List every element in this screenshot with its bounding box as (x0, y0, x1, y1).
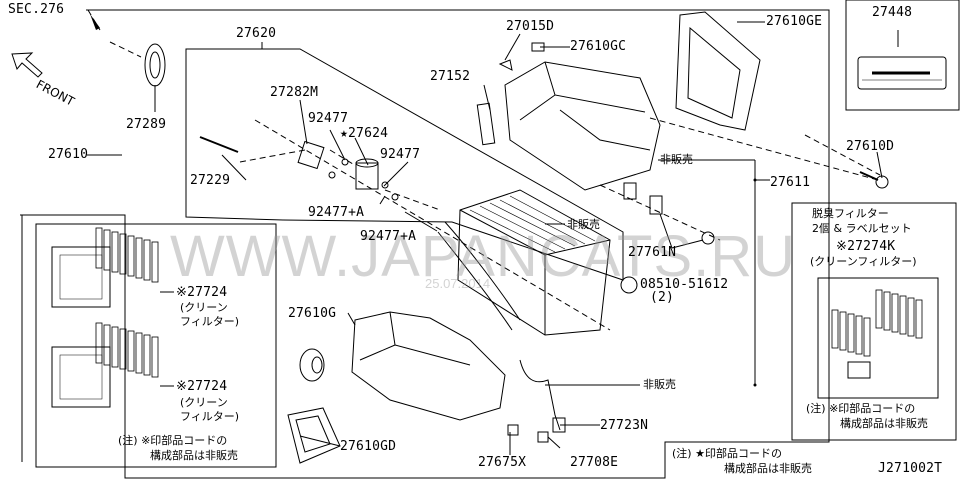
part-27274K[interactable]: ※27274K (836, 239, 896, 254)
deodor-label-2: 2個 & ラベルセット (812, 222, 912, 235)
clean-filter-kit-label: (クリーンフィルター) (810, 255, 917, 268)
part-27611[interactable]: 27611 (770, 175, 811, 190)
grommet-27610G (299, 348, 325, 382)
part-27610GC[interactable]: 27610GC (570, 39, 627, 54)
part-08510-qty: (2) (650, 290, 675, 305)
clip-27610GC (531, 42, 545, 52)
note-bottom-2: 構成部品は非販売 (724, 462, 812, 475)
part-27620[interactable]: 27620 (236, 26, 277, 41)
part-27610GE[interactable]: 27610GE (766, 14, 823, 29)
valve-27624 (355, 162, 379, 190)
watermark-date: 25.07.2014 (425, 276, 491, 291)
frame-27610GD (287, 407, 341, 464)
part-27675X[interactable]: 27675X (478, 455, 527, 470)
part-27724-b[interactable]: ※27724 (176, 379, 228, 394)
sec-arrow-icon (90, 14, 100, 30)
s-symbol (620, 276, 638, 294)
part-27448[interactable]: 27448 (872, 5, 913, 20)
left-filter-box (35, 223, 277, 468)
lower-case (351, 311, 506, 421)
note-right-2: 構成部品は非販売 (840, 417, 928, 430)
watermark: WWW.JAPANCATS.RU (170, 224, 797, 289)
part-92477A-b[interactable]: 92477+A (360, 229, 417, 244)
right-filter-box (791, 202, 957, 441)
not-for-sale-2: 非販売 (567, 218, 600, 231)
part-92477-a[interactable]: 92477 (308, 111, 349, 126)
part-27723N[interactable]: 27723N (600, 418, 649, 433)
part-27708E[interactable]: 27708E (570, 455, 619, 470)
part-27610D[interactable]: 27610D (846, 139, 895, 154)
part-27724-a[interactable]: ※27724 (176, 285, 228, 300)
note-left-2: 構成部品は非販売 (150, 449, 238, 462)
evaporator (457, 189, 611, 336)
label-27448-box (845, 0, 960, 111)
deodor-filter-set (831, 289, 923, 379)
seal-27152 (476, 102, 496, 146)
note-bottom-1: (注) ★印部品コードの (672, 447, 782, 460)
part-27015D[interactable]: 27015D (506, 19, 555, 34)
part-27282M[interactable]: 27282M (270, 85, 319, 100)
not-for-sale-1: 非販売 (660, 153, 693, 166)
part-27610GD[interactable]: 27610GD (340, 439, 397, 454)
bolt-27229 (199, 136, 239, 153)
part-27610G[interactable]: 27610G (288, 306, 337, 321)
part-08510-51612[interactable]: 08510-51612 (640, 277, 729, 292)
not-for-sale-3: 非販売 (643, 378, 676, 391)
frame-27610GE (675, 11, 761, 131)
label-27448 (857, 56, 947, 90)
clean-filter-label-2a: (クリーン (180, 396, 228, 409)
clean-filter-label-1b: フィルター) (180, 315, 240, 328)
sec-ref[interactable]: SEC.276 (8, 2, 65, 17)
part-27624[interactable]: ★27624 (340, 126, 389, 141)
part-27229[interactable]: 27229 (190, 173, 231, 188)
note-right-1: (注) ※印部品コードの (806, 402, 916, 415)
upper-case (504, 61, 661, 191)
part-27289[interactable]: 27289 (126, 117, 167, 132)
part-92477A-a[interactable]: 92477+A (308, 205, 365, 220)
part-27152[interactable]: 27152 (430, 69, 471, 84)
connector-27282M (297, 140, 325, 170)
cabin-filter-top (51, 227, 159, 308)
clean-filter-label-2b: フィルター) (180, 410, 240, 423)
front-arrow-icon (11, 52, 43, 78)
grommet-27289 (144, 43, 166, 87)
part-27761N[interactable]: 27761N (628, 245, 677, 260)
deodor-inner-box (817, 277, 939, 399)
part-92477-b[interactable]: 92477 (380, 147, 421, 162)
cabin-filter-bottom (51, 322, 159, 408)
part-27610[interactable]: 27610 (48, 147, 89, 162)
deodor-label-1: 脱臭フィルター (812, 207, 889, 220)
diagram-code: J271002T (878, 461, 943, 476)
clean-filter-label-1a: (クリーン (180, 301, 228, 314)
screw-27610D (875, 175, 889, 189)
note-left-1: (注) ※印部品コードの (118, 434, 228, 447)
